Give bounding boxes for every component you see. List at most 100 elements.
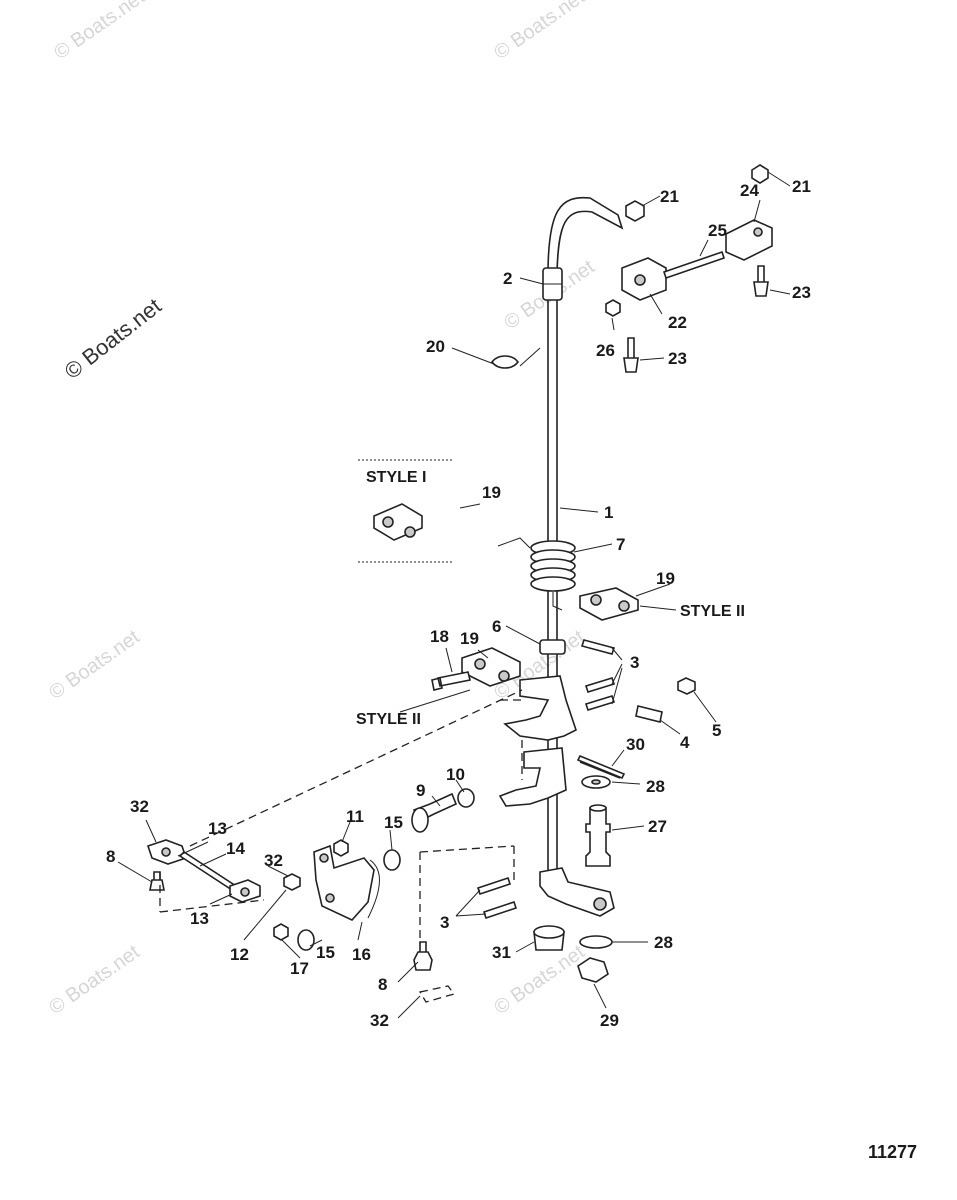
callout-19a: 19	[482, 483, 501, 502]
callout-labels: 1 2 3 3 4 5 6 7 8 8 9 10 11 12 13 13 14 …	[106, 177, 811, 1030]
nut	[333, 839, 349, 857]
link-hole	[618, 600, 630, 612]
watermark-main: © Boats.net	[60, 293, 166, 384]
watermark-tile: © Boats.net	[490, 0, 589, 64]
retaining-clip	[490, 355, 520, 369]
callout-21a: 21	[660, 187, 679, 206]
callout-25: 25	[708, 221, 727, 240]
spring-pin	[635, 705, 663, 723]
stud	[585, 807, 611, 867]
callout-31: 31	[492, 943, 511, 962]
arm-hole	[593, 897, 607, 911]
callout-6: 6	[492, 617, 501, 636]
callout-9: 9	[416, 781, 425, 800]
style-2-upper-label: STYLE II	[680, 603, 745, 620]
bolt	[431, 671, 471, 691]
style-2-lower-label: STYLE II	[356, 711, 421, 728]
callout-15b: 15	[316, 943, 335, 962]
pin	[580, 639, 616, 655]
link-hole	[498, 670, 510, 682]
upper-arm-bracket	[503, 675, 577, 741]
shaft-collar	[539, 639, 566, 655]
callout-8b: 8	[378, 975, 387, 994]
washer	[579, 935, 613, 949]
watermark-tile: © Boats.net	[45, 941, 144, 1019]
callout-3a: 3	[630, 653, 639, 672]
connector-block	[725, 219, 773, 261]
callout-5: 5	[712, 721, 721, 740]
callout-17: 17	[290, 959, 309, 978]
callout-22: 22	[668, 313, 687, 332]
washer	[457, 788, 475, 808]
callout-32a: 32	[130, 797, 149, 816]
callout-13b: 13	[190, 909, 209, 928]
phantom-line	[159, 899, 265, 913]
callout-10: 10	[446, 765, 465, 784]
hex-nut	[677, 677, 696, 695]
callout-29: 29	[600, 1011, 619, 1030]
cap-phantom	[418, 985, 456, 1003]
small-nut	[605, 299, 621, 317]
watermark-tile: © Boats.net	[45, 626, 144, 704]
washer	[383, 849, 401, 871]
cotter-pin	[576, 754, 626, 780]
shaft-upper-bend	[547, 196, 624, 276]
hex-nut	[751, 164, 769, 184]
callout-20: 20	[426, 337, 445, 356]
callout-14: 14	[226, 839, 245, 858]
callout-30: 30	[626, 735, 645, 754]
stud-top	[589, 804, 607, 812]
style-1-label: STYLE I	[366, 469, 426, 486]
hex-nut	[625, 200, 645, 222]
link-hole	[590, 594, 602, 606]
watermark-tile: © Boats.net	[50, 0, 149, 64]
nut	[283, 873, 301, 891]
callout-11: 11	[346, 807, 364, 826]
screw	[623, 337, 639, 373]
grease-fitting	[413, 941, 433, 971]
callout-28a: 28	[646, 777, 665, 796]
callout-32c: 32	[370, 1011, 389, 1030]
figure-number: 11277	[868, 1142, 917, 1162]
leader-lines	[117, 171, 791, 1019]
callout-28b: 28	[654, 933, 673, 952]
link-hole	[382, 516, 394, 528]
callout-19c: 19	[460, 629, 479, 648]
rod-end-hole	[240, 887, 250, 897]
callout-18: 18	[430, 627, 449, 646]
bushing-top	[533, 925, 565, 939]
pin	[584, 695, 616, 711]
callout-16: 16	[352, 945, 371, 964]
callout-23a: 23	[792, 283, 811, 302]
hex-nut	[577, 957, 609, 983]
screw	[753, 265, 769, 297]
washer-hole	[591, 779, 601, 785]
link-hole	[474, 658, 486, 670]
grease-fitting	[149, 871, 165, 891]
callout-24: 24	[740, 181, 759, 200]
phantom-line	[419, 845, 515, 853]
callout-26: 26	[596, 341, 615, 360]
bracket-hole	[325, 893, 335, 903]
pin	[584, 677, 616, 693]
callout-7: 7	[616, 535, 625, 554]
callout-15a: 15	[384, 813, 403, 832]
callout-19b: 19	[656, 569, 675, 588]
phantom-line	[189, 689, 523, 847]
callout-2: 2	[503, 269, 512, 288]
connector-hole	[753, 227, 763, 237]
callout-23b: 23	[668, 349, 687, 368]
washer	[297, 929, 315, 951]
pin	[482, 900, 518, 920]
callout-3b: 3	[440, 913, 449, 932]
callout-12: 12	[230, 945, 249, 964]
callout-27: 27	[648, 817, 667, 836]
clamp-hole	[634, 274, 646, 286]
threaded-rod	[662, 250, 726, 280]
coil-spring	[497, 537, 576, 611]
callout-21b: 21	[792, 177, 811, 196]
link-hole	[404, 526, 416, 538]
pin	[476, 876, 512, 896]
callout-32b: 32	[264, 851, 283, 870]
